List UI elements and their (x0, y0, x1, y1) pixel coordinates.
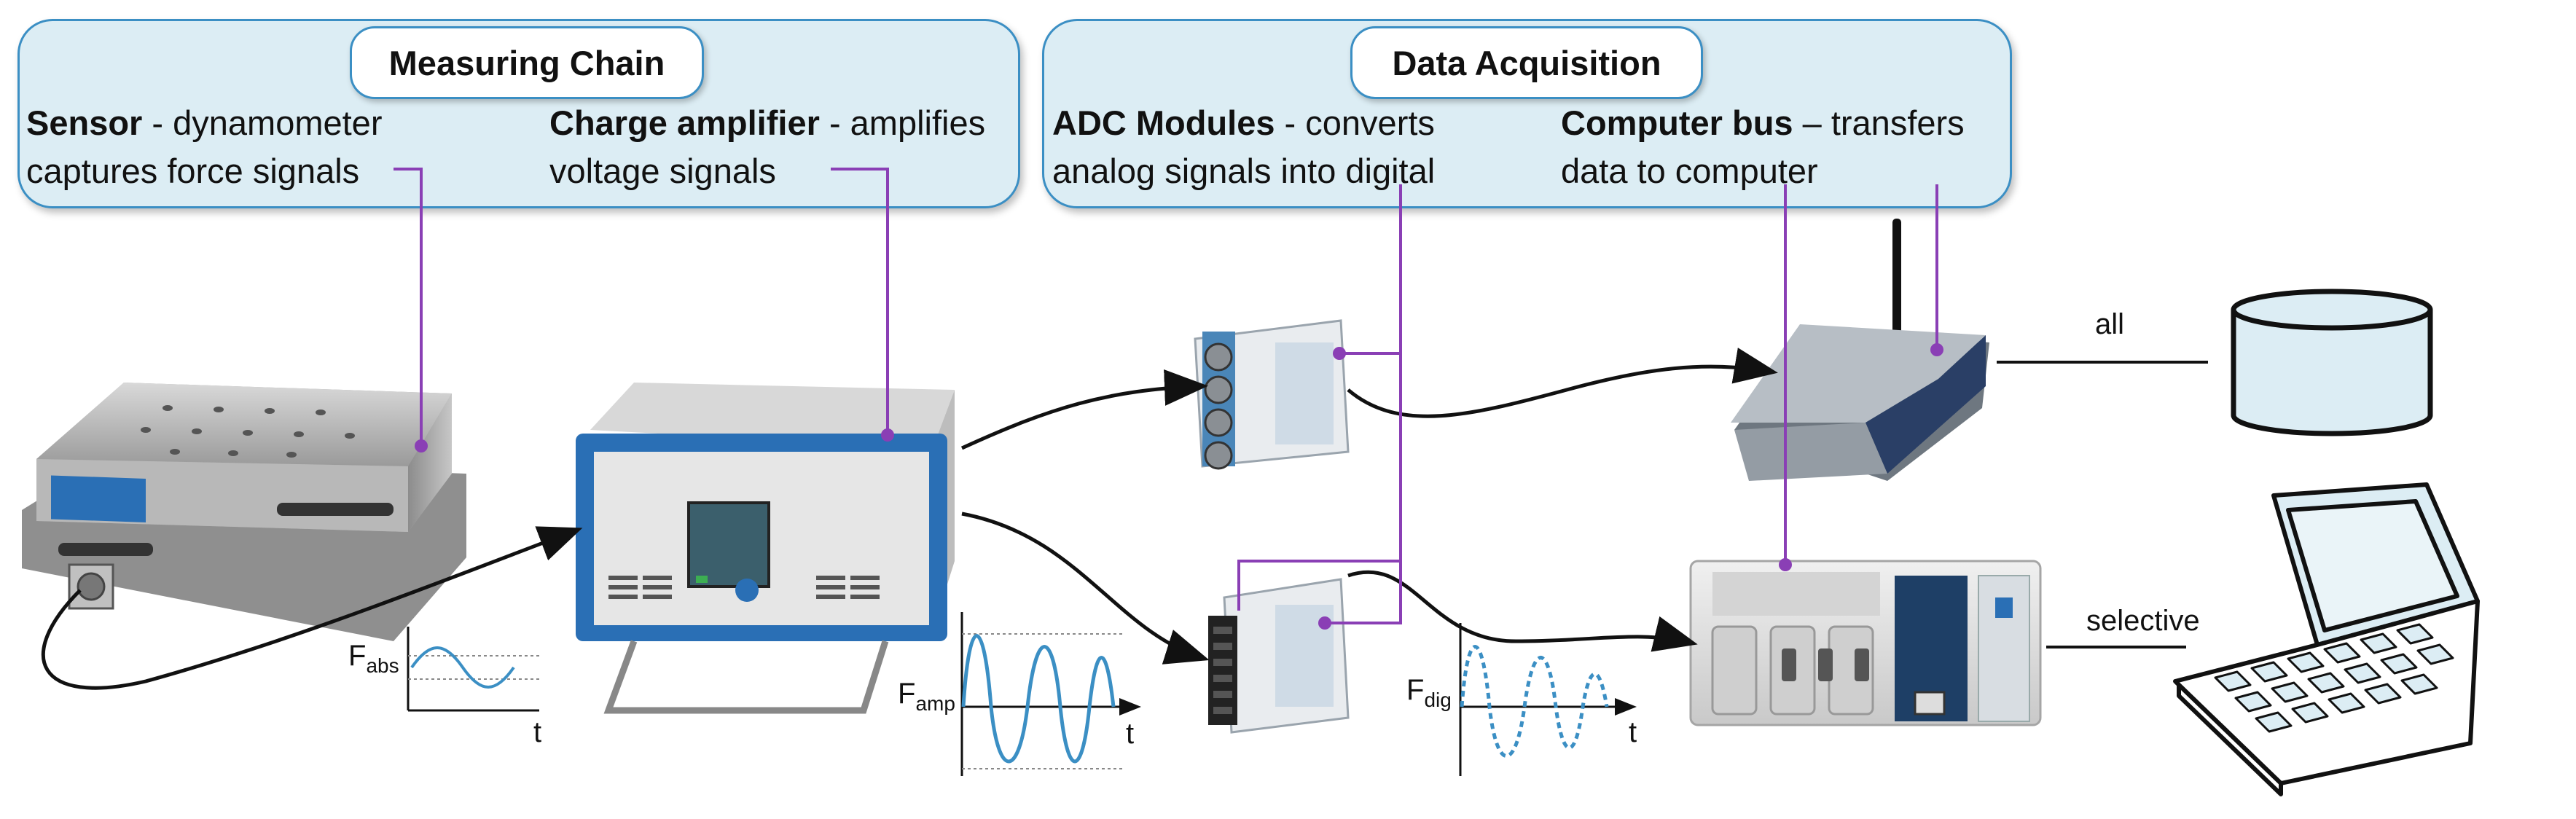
database-top (2231, 289, 2433, 331)
adc-terminal-screws (1213, 627, 1232, 714)
plot-fabs: Fabs t (348, 627, 541, 748)
dynamometer-right-side (408, 393, 452, 532)
amplifier-vents-right (816, 576, 880, 599)
wireless-top (1731, 324, 1986, 423)
sensor-description: Sensor - dynamometer captures force sign… (26, 99, 382, 195)
database-body (2231, 310, 2433, 436)
leader-lines (394, 168, 1938, 624)
data-acquisition-title: Data Acquisition (1350, 26, 1703, 99)
laptop-screen (2286, 499, 2459, 632)
wireless-lower-front (1734, 423, 1887, 481)
sensor-sep: - (142, 103, 173, 142)
bus-desc-line2: data to computer (1561, 152, 1818, 190)
database-icon (2231, 289, 2433, 436)
cable-adc-top-to-wireless (1347, 348, 1778, 418)
transfer-label-selective: selective (2086, 605, 2200, 637)
amplifier-desc-line1: amplifies (850, 103, 986, 142)
amplifier-knob (735, 579, 759, 602)
dot-sensor (415, 439, 428, 452)
dot-adc-top (1333, 347, 1346, 360)
plot-fabs-label: Fabs (348, 640, 399, 677)
amplifier-desc-line2: voltage signals (549, 152, 776, 190)
bus-desc-line1: transfers (1831, 103, 1965, 142)
bus-sep: – (1793, 103, 1831, 142)
laptop-icon (2173, 482, 2480, 796)
plot-fdig: Fdig t (1406, 623, 1637, 776)
adc-module-terminal-image (1208, 578, 1350, 734)
dot-wireless (1930, 343, 1943, 356)
plot-famp-curve (961, 634, 1116, 764)
leader-sensor (394, 168, 423, 446)
dynamometer-bolt-holes (141, 405, 355, 458)
dynamometer-logo-plate (51, 475, 146, 522)
leader-amplifier (831, 168, 889, 435)
laptop-front-edge (2177, 683, 2283, 796)
leader-dots (415, 343, 1943, 630)
chassis-slot-connectors (1782, 648, 1869, 681)
adc-name: ADC Modules (1052, 103, 1275, 142)
laptop-keys (2214, 623, 2454, 733)
cable-amplifier-to-adc-top (960, 369, 1208, 450)
signal-connections (41, 348, 2208, 690)
charge-amplifier-image (576, 383, 955, 714)
adc-description: ADC Modules - converts analog signals in… (1052, 99, 1435, 195)
dot-adc-bottom (1318, 616, 1331, 630)
dynamometer-top (36, 383, 452, 466)
cable-adc-bottom-to-chassis (1347, 570, 1698, 652)
sensor-desc-line2: captures force signals (26, 152, 360, 190)
antenna (1892, 219, 1901, 335)
amplifier-led (696, 576, 708, 583)
wireless-bus-device-image (1731, 219, 1989, 481)
adc-bnc-connectors (1204, 342, 1233, 470)
plot-fabs-curve (410, 646, 515, 689)
cable-amplifier-to-adc-bottom (961, 512, 1210, 665)
amplifier-name: Charge amplifier (549, 103, 820, 142)
bus-description: Computer bus – transfers data to compute… (1561, 99, 1965, 195)
dot-amplifier (881, 428, 894, 442)
amplifier-handle (603, 640, 889, 714)
wireless-front-panel (1866, 335, 1986, 474)
amplifier-vents-left (608, 576, 672, 599)
chassis-top-recess (1712, 572, 1880, 616)
amplifier-description: Charge amplifier - amplifies voltage sig… (549, 99, 985, 195)
amplifier-sep: - (819, 103, 850, 142)
plot-fdig-label: Fdig (1406, 674, 1452, 711)
plot-famp-t-label: t (1126, 718, 1134, 750)
dynamometer-slot-left (58, 543, 153, 556)
sensor-name: Sensor (26, 103, 143, 142)
dynamometer-image (22, 383, 466, 641)
amplifier-top (590, 383, 955, 448)
bus-name: Computer bus (1561, 103, 1793, 142)
plot-fdig-curve (1460, 645, 1609, 758)
cable-sensor-to-amplifier (41, 526, 583, 690)
sensor-desc-line1: dynamometer (173, 103, 383, 142)
dynamometer-connector-port (77, 572, 106, 601)
leader-adc-top (1339, 184, 1402, 355)
adc-bnc-label (1275, 342, 1334, 444)
adc-desc-line1: converts (1305, 103, 1435, 142)
chassis-ethernet-port (1914, 691, 1946, 716)
amplifier-display (687, 501, 770, 588)
leader-adc-branch (1237, 357, 1402, 611)
dynamometer-slot-right (277, 503, 394, 516)
chassis-device-image (1689, 560, 2042, 726)
adc-desc-line2: analog signals into digital (1052, 152, 1436, 190)
dot-chassis (1779, 558, 1792, 571)
plot-fdig-t-label: t (1629, 716, 1637, 748)
measuring-chain-title: Measuring Chain (350, 26, 704, 99)
adc-sep: - (1275, 103, 1306, 142)
plot-fabs-t-label: t (533, 716, 541, 748)
plot-famp-label: Famp (898, 678, 955, 715)
chassis-power-led (1995, 597, 2013, 618)
plot-famp: Famp t (898, 612, 1141, 776)
transfer-label-all: all (2095, 308, 2124, 340)
adc-module-bnc-image (1194, 319, 1350, 470)
